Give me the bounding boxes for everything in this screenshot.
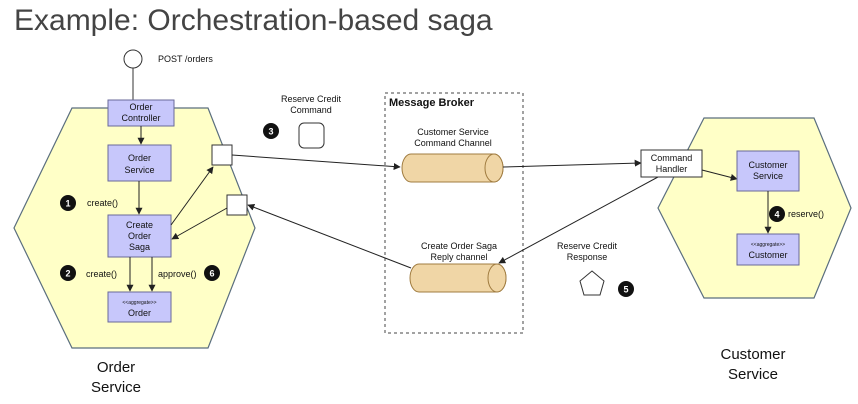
post-orders-label: POST /orders: [158, 54, 213, 64]
step-1-badge: [60, 195, 76, 211]
customer-aggregate-name: Customer: [748, 250, 787, 260]
customer-service-name-1: Customer: [720, 346, 785, 363]
command-handler-box: [640, 149, 703, 178]
saga-label-3: Saga: [129, 242, 150, 252]
step-5-number: 5: [623, 285, 628, 295]
page-title: Example: Orchestration-based saga: [14, 4, 493, 37]
api-endpoint-icon: [123, 49, 143, 69]
step-4-label: reserve(): [788, 209, 824, 219]
customer-service-name-2: Service: [728, 366, 778, 383]
order-service-box-label-2: Service: [124, 165, 154, 175]
customer-service-box-label-1: Customer: [748, 160, 787, 170]
command-channel-label-1: Customer Service: [417, 127, 489, 137]
reserve-credit-response-label-2: Response: [567, 252, 608, 262]
order-service-name-1: Order: [97, 359, 135, 376]
step-2-number: 2: [65, 269, 70, 279]
step-4-number: 4: [774, 210, 779, 220]
order-service-name-2: Service: [91, 379, 141, 396]
order-controller-label-2: Controller: [121, 113, 160, 123]
order-service-box: [107, 144, 172, 182]
step-2-badge: [60, 265, 76, 281]
customer-aggregate-box: [736, 233, 800, 266]
inbound-port: [226, 194, 248, 216]
step-2-label: create(): [86, 269, 117, 279]
step-5-badge: [618, 281, 634, 297]
reserve-credit-command-label-2: Command: [290, 105, 332, 115]
saga-label-1: Create: [126, 220, 153, 230]
order-service-box-label-1: Order: [128, 153, 151, 163]
command-handler-label-2: Handler: [656, 164, 688, 174]
message-broker-label: Message Broker: [389, 97, 475, 109]
order-aggregate-stereotype: <<aggregate>>: [122, 300, 156, 306]
step-6-label: approve(): [158, 269, 197, 279]
order-aggregate-name: Order: [128, 308, 151, 318]
step-3-number: 3: [268, 127, 273, 137]
order-controller-box: [107, 99, 175, 127]
reserve-credit-command-label-1: Reserve Credit: [281, 94, 342, 104]
create-order-saga-box: [107, 214, 172, 258]
reply-channel-label-2: Reply channel: [430, 252, 487, 262]
step-6-badge: [204, 265, 220, 281]
reply-message-icon: [579, 270, 605, 296]
step-4-badge: [769, 206, 785, 222]
customer-service-hexagon: [657, 117, 852, 299]
reply-channel-label-1: Create Order Saga: [421, 241, 497, 251]
order-aggregate-box: [107, 291, 172, 323]
reserve-credit-response-label-1: Reserve Credit: [557, 241, 618, 251]
customer-aggregate-stereotype: <<aggregate>>: [751, 242, 785, 248]
step-1-label: create(): [87, 198, 118, 208]
command-channel-cylinder: [401, 153, 504, 183]
command-handler-label-1: Command: [651, 153, 693, 163]
customer-service-box-label-2: Service: [753, 171, 783, 181]
command-message-icon: [298, 122, 325, 149]
outbound-port: [211, 144, 233, 166]
message-broker-box: [384, 92, 524, 334]
step-3-badge: [263, 123, 279, 139]
reply-channel-cylinder: [409, 263, 507, 293]
step-1-number: 1: [65, 199, 70, 209]
step-6-number: 6: [209, 269, 214, 279]
order-controller-label-1: Order: [129, 102, 152, 112]
command-channel-label-2: Command Channel: [414, 138, 492, 148]
saga-label-2: Order: [128, 231, 151, 241]
